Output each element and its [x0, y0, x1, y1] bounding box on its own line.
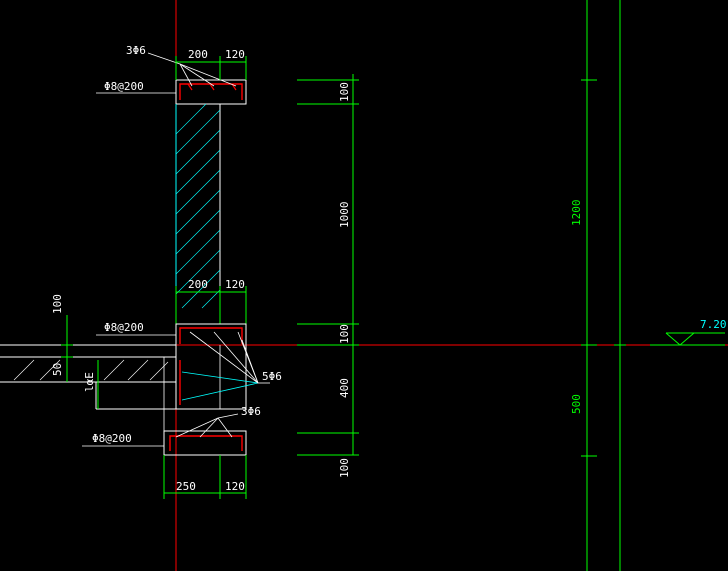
wall: [175, 103, 247, 325]
right-dim-3: 100: [338, 324, 351, 344]
anchor-length-label: lαE: [83, 372, 96, 392]
top-dim-left: 200: [188, 48, 208, 61]
top-rebar-label: 3Φ6: [126, 44, 146, 57]
right-dim-4: 400: [338, 378, 351, 398]
elevation-marker: [650, 332, 725, 346]
right-dim-2: 1000: [338, 202, 351, 229]
far-right-dim-1: 1200: [570, 200, 583, 227]
bottom-stirrup-label: Φ8@200: [92, 432, 132, 445]
middle-rebar-label: 5Φ6: [262, 370, 282, 383]
right-dim-1: 100: [338, 82, 351, 102]
bottom-rebar-label: 3Φ6: [241, 405, 261, 418]
right-dim-5: 100: [338, 458, 351, 478]
top-dim-right: 120: [225, 48, 245, 61]
right-dimension-chain: [297, 74, 359, 456]
bottom-dim-left: 250: [176, 480, 196, 493]
top-beam: [96, 52, 247, 105]
wall-dim-right: 120: [225, 278, 245, 291]
grid-ticks: [581, 79, 626, 457]
far-right-dim-2: 500: [570, 394, 583, 414]
slab-left-dim: 100: [51, 294, 64, 314]
wall-dim-left: 200: [188, 278, 208, 291]
slab-thickness-dim: 50: [51, 363, 64, 376]
bottom-dim-right: 120: [225, 480, 245, 493]
bottom-beam: [82, 409, 247, 499]
top-stirrup-label: Φ8@200: [104, 80, 144, 93]
elevation-label: 7.20: [700, 318, 727, 331]
wall-hatch: [175, 103, 221, 309]
slab: [0, 315, 176, 410]
middle-stirrup-label: Φ8@200: [104, 321, 144, 334]
middle-beam: [96, 323, 270, 410]
